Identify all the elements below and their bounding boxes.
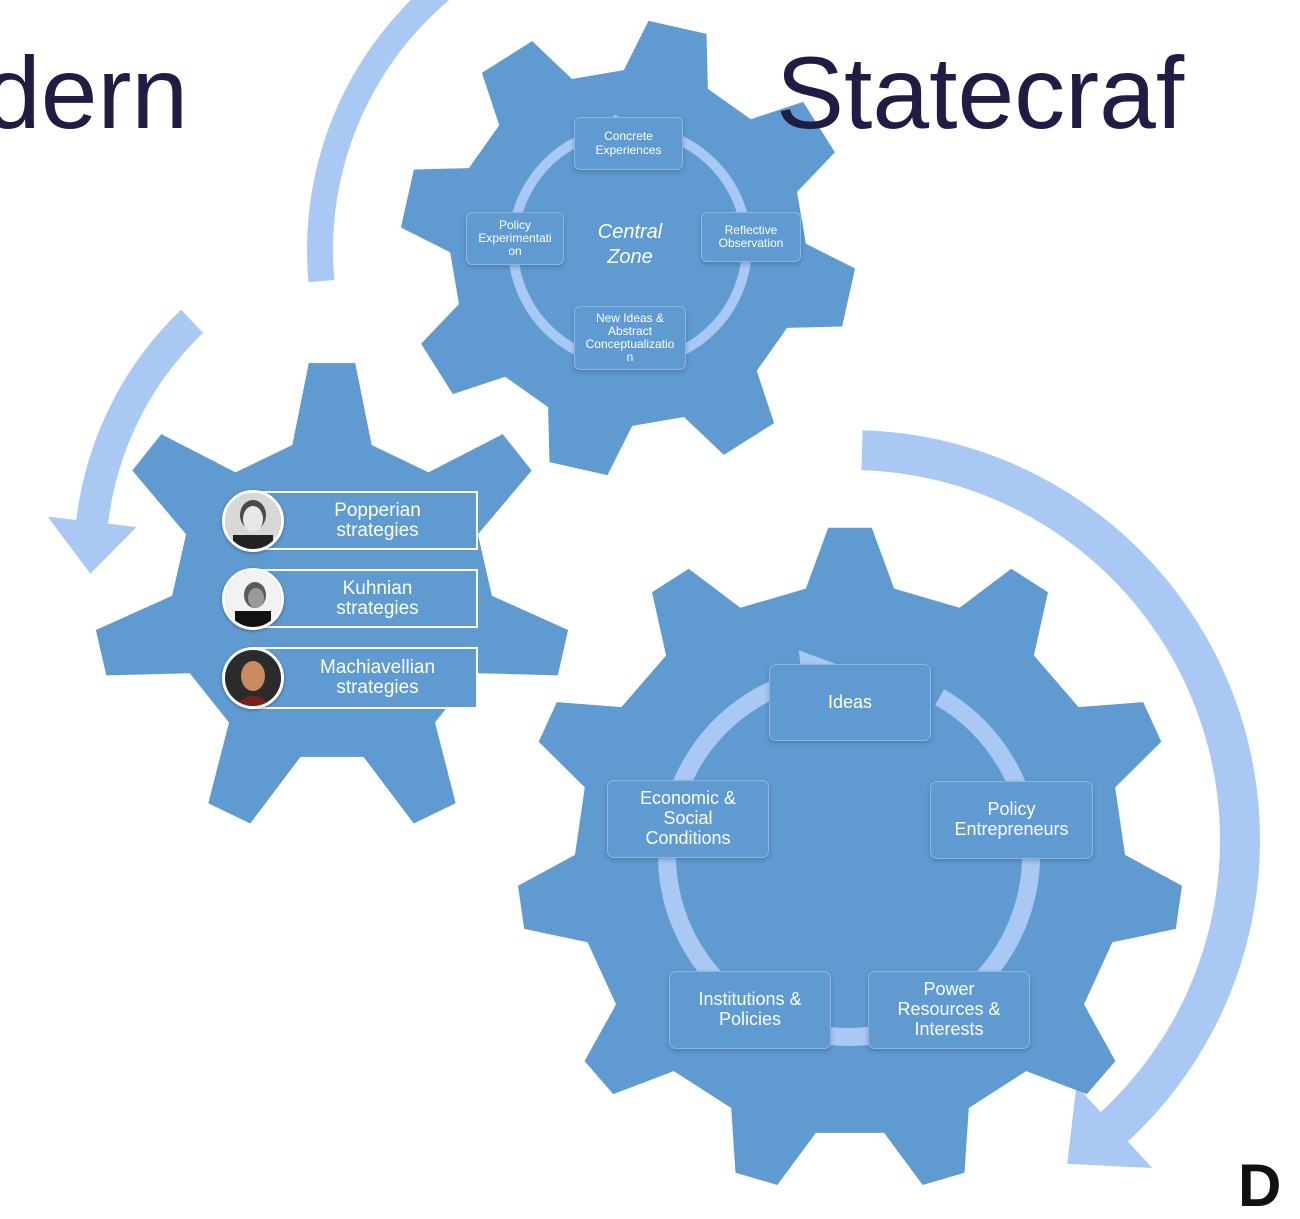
central-zone-label: Central Zone: [597, 221, 663, 268]
policy-entrepreneurs-box: Policy Entrepreneurs: [930, 781, 1093, 859]
logo-glyph: D: [1238, 1152, 1282, 1219]
popperian-strategies-box: Popperian strategies: [249, 491, 478, 550]
machiavellian-strategies-box: Machiavellian strategies: [249, 647, 478, 709]
slide-title-right: Statecraf: [776, 36, 1185, 150]
slide-title-left: dern: [0, 36, 189, 150]
machiavelli-portrait-icon: [222, 647, 284, 709]
economic-social-box: Economic & Social Conditions: [607, 780, 769, 858]
concrete-experiences-box: Concrete Experiences: [574, 117, 683, 170]
abstract-conceptualization-box: New Ideas & Abstract Conceptualizatio n: [574, 306, 686, 370]
popper-portrait-icon: [222, 490, 284, 552]
ideas-box: Ideas: [769, 664, 931, 741]
kuhn-portrait-icon: [222, 568, 284, 630]
policy-experimentation-box: Policy Experimentati on: [466, 212, 564, 265]
upper-curved-arrow: [307, 0, 450, 283]
reflective-observation-box: Reflective Observation: [701, 212, 801, 262]
left-curved-arrow: [47, 309, 204, 574]
top-gear: [400, 20, 856, 476]
power-resources-box: Power Resources & Interests: [868, 971, 1030, 1049]
diagram-canvas: [47, 0, 1260, 1185]
institutions-policies-box: Institutions & Policies: [669, 971, 831, 1049]
right-curved-arrow: [861, 430, 1260, 1168]
kuhnian-strategies-box: Kuhnian strategies: [249, 569, 478, 628]
